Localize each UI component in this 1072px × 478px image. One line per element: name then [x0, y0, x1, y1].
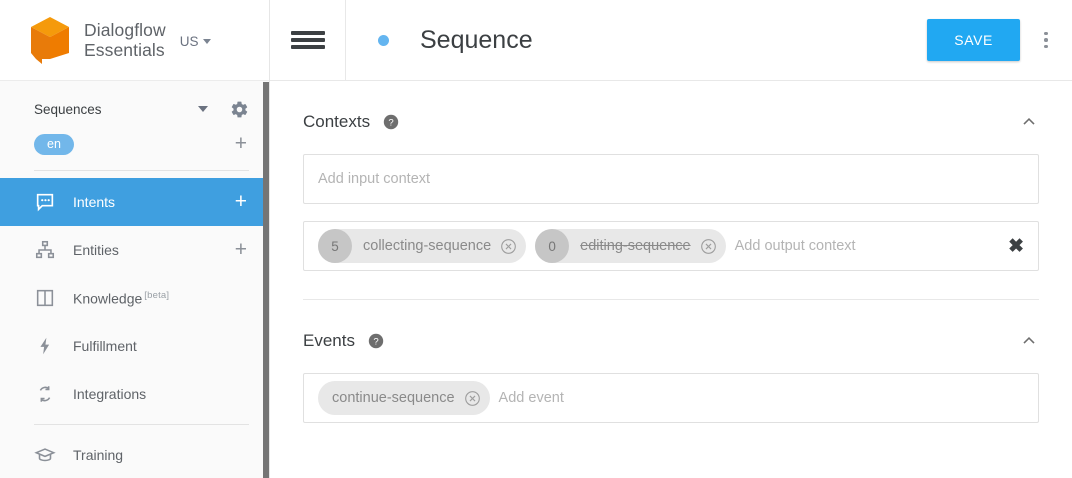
dialogflow-cube-logo	[31, 17, 69, 64]
sidebar: Dialogflow Essentials US Sequences en +	[0, 0, 270, 478]
output-context-chip[interactable]: 0 editing-sequence	[535, 229, 726, 263]
divider	[303, 299, 1039, 300]
sidebar-item-knowledge[interactable]: Knowledge[beta]	[0, 274, 269, 322]
content-area: Contexts ? Add input context 5 coll	[270, 81, 1072, 423]
event-chip[interactable]: continue-sequence	[318, 381, 490, 415]
sidebar-item-training[interactable]: Training	[0, 431, 269, 478]
context-name: editing-sequence	[580, 238, 691, 254]
chip-remove-icon[interactable]	[464, 390, 481, 407]
sidebar-item-label: Fulfillment	[73, 338, 137, 354]
sidebar-item-fulfillment[interactable]: Fulfillment	[0, 322, 269, 370]
bolt-icon	[40, 337, 50, 355]
input-context-placeholder: Add input context	[318, 171, 431, 187]
lifespan-badge: 0	[535, 229, 570, 263]
svg-text:?: ?	[388, 118, 393, 129]
events-header: Events ?	[303, 326, 1039, 356]
gear-icon[interactable]	[230, 100, 249, 119]
save-button[interactable]: SAVE	[927, 19, 1020, 61]
output-context-chip[interactable]: 5 collecting-sequence	[318, 229, 527, 263]
events-field[interactable]: continue-sequence Add event	[303, 373, 1039, 423]
sidebar-item-entities[interactable]: Entities +	[0, 226, 269, 274]
kebab-menu-icon[interactable]	[1020, 31, 1072, 49]
chevron-up-icon[interactable]	[1019, 112, 1039, 132]
help-circle-icon[interactable]: ?	[383, 114, 399, 130]
divider	[34, 170, 249, 171]
plus-icon[interactable]: +	[234, 132, 247, 155]
svg-text:?: ?	[373, 337, 378, 348]
speech-bubble-icon	[36, 193, 54, 212]
input-context-field[interactable]: Add input context	[303, 154, 1039, 204]
add-entity-button[interactable]: +	[234, 238, 247, 261]
top-bar: Sequence SAVE	[270, 0, 1072, 81]
event-name: continue-sequence	[332, 390, 455, 406]
sidebar-item-label: Intents	[73, 194, 116, 210]
sidebar-item-label: Entities	[73, 242, 119, 258]
context-name: collecting-sequence	[363, 238, 492, 254]
region-label: US	[179, 34, 199, 49]
output-context-field[interactable]: 5 collecting-sequence 0 editing-sequence	[303, 221, 1039, 271]
sidebar-item-integrations[interactable]: Integrations	[0, 370, 269, 418]
book-icon	[36, 289, 54, 307]
close-x-icon[interactable]: ✖	[1008, 235, 1024, 257]
caret-down-icon	[202, 39, 211, 44]
lifespan-badge: 5	[318, 229, 352, 263]
main-panel: Sequence SAVE Contexts ?	[270, 0, 1072, 478]
agent-selector[interactable]: Sequences	[0, 91, 269, 127]
brand-name: Dialogflow Essentials	[84, 20, 166, 60]
sidebar-scrollbar[interactable]	[263, 82, 269, 478]
page-title: Sequence	[420, 25, 533, 54]
contexts-header: Contexts ?	[303, 107, 1039, 137]
sidebar-item-label: Knowledge[beta]	[73, 289, 170, 307]
divider	[34, 424, 249, 425]
language-pill-en[interactable]: en	[34, 133, 74, 155]
sidebar-item-label: Integrations	[73, 386, 147, 402]
brand-header: Dialogflow Essentials US	[0, 0, 269, 81]
agent-name: Sequences	[34, 101, 102, 117]
region-selector[interactable]: US	[180, 31, 211, 49]
sitemap-icon	[35, 240, 55, 259]
contexts-section: Contexts ? Add input context 5 coll	[303, 81, 1039, 300]
output-context-placeholder: Add output context	[734, 238, 856, 254]
add-intent-button[interactable]: +	[234, 190, 247, 213]
help-circle-icon[interactable]: ?	[368, 333, 384, 349]
caret-down-icon[interactable]	[198, 106, 208, 112]
events-placeholder: Add event	[498, 390, 564, 406]
chip-remove-icon[interactable]	[700, 238, 717, 255]
graduation-cap-icon	[34, 448, 56, 462]
chip-remove-icon[interactable]	[500, 238, 517, 255]
events-section: Events ? continue-sequence	[303, 300, 1039, 423]
sidebar-item-label: Training	[73, 447, 124, 463]
refresh-arrows-icon	[39, 386, 51, 402]
language-row: en +	[0, 127, 269, 161]
sidebar-item-intents[interactable]: Intents +	[0, 178, 269, 226]
hamburger-icon[interactable]	[270, 0, 346, 81]
section-title: Events	[303, 331, 355, 350]
beta-badge: [beta]	[144, 289, 170, 301]
chevron-up-icon[interactable]	[1019, 331, 1039, 351]
blue-status-dot	[378, 34, 389, 46]
section-title: Contexts	[303, 112, 371, 131]
sidebar-nav: Intents + Entities +	[0, 178, 269, 478]
